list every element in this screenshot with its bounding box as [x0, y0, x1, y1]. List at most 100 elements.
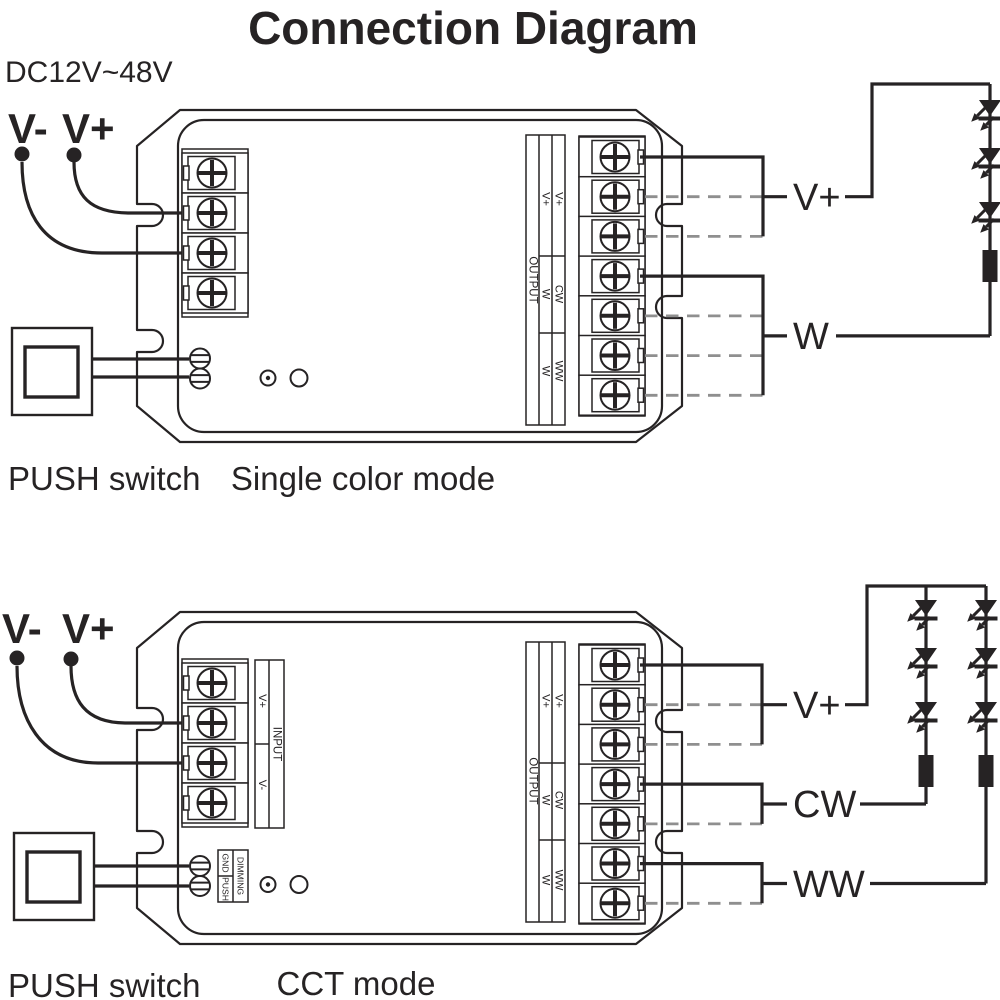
- vplus-bracket-wire: [640, 663, 764, 745]
- output-terminal-block: [577, 135, 647, 418]
- strip-label-vplus-cw: V+: [553, 192, 565, 206]
- led-diode-icon: [963, 700, 999, 737]
- source-vminus-label: V-: [2, 605, 42, 652]
- led-chain-w: [967, 84, 1000, 336]
- input-terminal-block: [180, 148, 250, 318]
- status-led-icon: [259, 876, 277, 893]
- ww-bracket-wire: [640, 862, 764, 904]
- vplus-wire-dot: [63, 651, 79, 667]
- screw-terminal-icon: [577, 174, 647, 219]
- screw-terminal-icon: [180, 191, 250, 235]
- vplus-bracket-wire: [640, 155, 765, 237]
- mode-caption: Single color mode: [231, 460, 495, 497]
- cct-mode-diagram: V- V+ V+ V- I: [2, 584, 999, 1000]
- strip-label-vplus-cw: V+: [553, 694, 565, 708]
- output-wiring: V+ W: [640, 82, 990, 397]
- vminus-input-wire: [20, 161, 187, 255]
- screw-terminal-icon: [180, 231, 250, 275]
- screw-terminal-icon: [180, 151, 250, 195]
- led-diode-icon: [967, 98, 1000, 135]
- source-vplus-label: V+: [62, 105, 115, 152]
- led-chain-cw: [903, 586, 939, 804]
- screw-terminal-icon: [577, 373, 647, 418]
- led-diode-icon: [967, 200, 1000, 237]
- strip-label-cw: CW: [553, 285, 565, 304]
- screw-terminal-icon: [180, 741, 250, 785]
- vplus-feed-wire: [845, 584, 986, 707]
- dimming-push-label: PUSH: [221, 877, 231, 901]
- single-color-mode-diagram: DC12V~48V V- V+: [5, 56, 1000, 497]
- screw-terminal-icon: [577, 801, 647, 846]
- slotted-screw-icon: [189, 347, 211, 370]
- slotted-screw-icon: [189, 367, 211, 390]
- page-title: Connection Diagram: [248, 2, 698, 54]
- output-wiring: V+ CW WW: [640, 584, 986, 906]
- wire-label-ww: WW: [793, 864, 865, 906]
- input-strip-header: INPUT: [271, 727, 283, 762]
- screw-terminal-icon: [180, 271, 250, 315]
- mode-caption: CCT mode: [277, 965, 436, 1000]
- resistor-icon: [978, 755, 994, 787]
- wire-label-vplus: V+: [793, 177, 841, 219]
- strip-label-w: W: [540, 795, 552, 806]
- screw-terminal-icon: [180, 781, 250, 825]
- vplus-input-wire: [72, 161, 187, 215]
- controller-inner-body: [176, 620, 664, 936]
- output-strip-header: OUTPUT: [527, 256, 539, 303]
- wire-label-vplus: V+: [793, 685, 841, 727]
- vminus-wire-dot: [14, 146, 30, 162]
- strip-label-cw: CW: [553, 791, 565, 810]
- slotted-screw-icon: [189, 875, 211, 897]
- strip-label-ww: WW: [553, 361, 565, 382]
- dimming-gnd-label: GND: [221, 853, 231, 872]
- vplus-feed-wire: [845, 82, 990, 199]
- push-switch-caption: PUSH switch: [8, 967, 201, 1000]
- screw-terminal-icon: [577, 643, 647, 687]
- strip-label-vplus-w: V+: [540, 694, 552, 708]
- screw-terminal-icon: [577, 135, 647, 179]
- screw-terminal-icon: [577, 214, 647, 259]
- strip-label-ww: WW: [553, 870, 565, 891]
- output-terminal-block: [577, 643, 647, 926]
- led-diode-icon: [963, 646, 999, 683]
- resistor-icon: [918, 755, 934, 787]
- controller-outer-shell: [135, 610, 684, 946]
- source-vminus-label: V-: [8, 105, 48, 152]
- slotted-screw-icon: [189, 855, 211, 877]
- vplus-input-wire: [69, 665, 187, 725]
- led-dimmer-controller: OUTPUT V+ V+ W CW W WW: [135, 108, 684, 444]
- wire-label-w: W: [793, 316, 829, 358]
- vminus-input-wire: [15, 665, 187, 765]
- input-terminal-block: [180, 658, 250, 828]
- screw-terminal-icon: [577, 682, 647, 727]
- status-led-icon: [259, 369, 277, 387]
- screw-terminal-icon: [577, 881, 647, 926]
- strip-label-vplus-w: V+: [540, 192, 552, 206]
- screw-terminal-icon: [577, 254, 647, 299]
- led-diode-icon: [963, 598, 999, 635]
- setup-button-icon[interactable]: [289, 368, 309, 388]
- led-diode-icon: [903, 598, 939, 635]
- controller-outer-shell: [135, 108, 684, 444]
- push-switch-icon: [10, 326, 94, 417]
- output-strip-header: OUTPUT: [527, 757, 539, 804]
- supply-voltage-label: DC12V~48V: [5, 56, 173, 89]
- led-diode-icon: [967, 146, 1000, 183]
- push-switch-caption: PUSH switch: [8, 460, 201, 497]
- input-strip-vminus: V-: [256, 780, 268, 791]
- w-bracket-wire: [640, 274, 765, 396]
- led-chain-ww: [963, 586, 999, 884]
- cw-bracket-wire: [640, 782, 764, 824]
- setup-button-icon[interactable]: [289, 875, 309, 894]
- wire-label-cw: CW: [793, 784, 856, 826]
- push-switch-icon: [12, 831, 96, 922]
- screw-terminal-icon: [180, 701, 250, 745]
- led-dimmer-controller: V+ V- INPUT GND PUSH DIMMING: [135, 610, 684, 946]
- screw-terminal-icon: [577, 762, 647, 807]
- source-vplus-label: V+: [62, 605, 115, 652]
- output-label-strip: OUTPUT V+ V+ W CW W WW: [525, 641, 566, 923]
- output-label-strip: OUTPUT V+ V+ W CW W WW: [525, 134, 566, 426]
- vplus-wire-dot: [66, 147, 82, 163]
